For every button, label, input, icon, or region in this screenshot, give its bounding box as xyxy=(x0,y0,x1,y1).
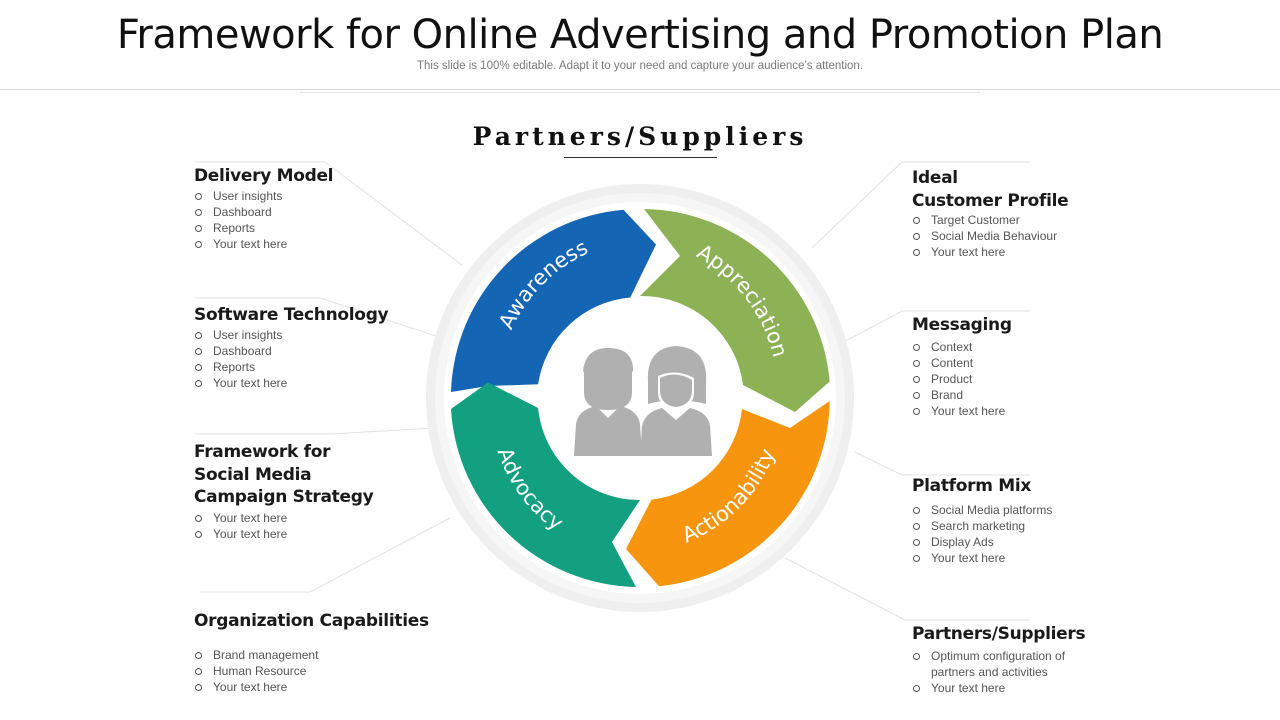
list-item: Your text here xyxy=(912,550,1052,566)
people-pair-icon xyxy=(574,346,712,456)
center-heading: Partners/Suppliers xyxy=(472,122,808,151)
bullet-list: User insights Dashboard Reports Your tex… xyxy=(194,327,388,391)
list-item: Content xyxy=(912,355,1012,371)
list-item: User insights xyxy=(194,188,333,204)
list-item: Social Media platforms xyxy=(912,502,1052,518)
list-item: Dashboard xyxy=(194,343,388,359)
bullet-list: Brand management Human Resource Your tex… xyxy=(194,647,429,695)
block-title-line: Ideal xyxy=(912,168,958,188)
list-item: Your text here xyxy=(194,236,333,252)
block-title: Delivery Model xyxy=(194,166,334,186)
text-block-framework: Framework for Social Media Campaign Stra… xyxy=(194,441,374,542)
list-item: Reports xyxy=(194,359,388,375)
list-item: Product xyxy=(912,371,1012,387)
list-item: Your text here xyxy=(912,680,1085,696)
text-block-ideal-customer-profile: Ideal Customer Profile Target Customer S… xyxy=(912,167,1069,260)
block-title: Platform Mix xyxy=(912,476,1032,496)
text-block-delivery-model: Delivery Model User insights Dashboard R… xyxy=(194,165,334,252)
center-heading-underline xyxy=(564,157,717,158)
list-item: Brand management xyxy=(194,647,429,663)
list-item: Your text here xyxy=(912,403,1012,419)
bullet-list: Your text here Your text here xyxy=(194,510,373,542)
list-item: Brand xyxy=(912,387,1012,403)
block-title-line: Customer Profile xyxy=(912,190,1069,211)
text-block-organization-capabilities: Organization Capabilities Brand manageme… xyxy=(194,610,429,695)
block-title: Partners/Suppliers xyxy=(912,624,1086,644)
list-item: Reports xyxy=(194,220,333,236)
block-title-line: Social Media xyxy=(194,464,312,485)
block-title-line: Campaign Strategy xyxy=(194,487,374,507)
text-block-partners-suppliers: Partners/Suppliers Optimum configuration… xyxy=(912,623,1086,696)
list-item-line: Optimum configuration of xyxy=(931,648,1066,663)
text-block-platform-mix: Platform Mix Social Media platforms Sear… xyxy=(912,475,1052,566)
list-item: Social Media Behaviour xyxy=(912,228,1068,244)
list-item: Search marketing xyxy=(912,518,1052,534)
list-item: User insights xyxy=(194,327,388,343)
text-block-messaging: Messaging Context Content Product Brand … xyxy=(912,314,1012,419)
connector-lines xyxy=(195,161,1030,621)
list-item: Optimum configuration of partners and ac… xyxy=(912,648,1085,680)
list-item: Your text here xyxy=(194,526,373,542)
list-item: Your text here xyxy=(194,679,429,695)
block-title-line: Framework for xyxy=(194,442,331,462)
list-item: Human Resource xyxy=(194,663,429,679)
list-item: Dashboard xyxy=(194,204,333,220)
list-item: Your text here xyxy=(194,375,388,391)
list-item-line: partners and activities xyxy=(931,664,1048,679)
bullet-list: Social Media platforms Search marketing … xyxy=(912,502,1052,566)
block-title: Organization Capabilities xyxy=(194,611,429,631)
bullet-list: Context Content Product Brand Your text … xyxy=(912,339,1012,419)
block-title: Messaging xyxy=(912,315,1012,335)
bullet-list: Optimum configuration of partners and ac… xyxy=(912,648,1085,696)
header-divider xyxy=(0,89,1280,90)
list-item: Your text here xyxy=(194,510,373,526)
segment-advocacy xyxy=(451,382,640,587)
slide-title: Framework for Online Advertising and Pro… xyxy=(116,12,1164,58)
list-item: Your text here xyxy=(912,244,1068,260)
segment-awareness xyxy=(451,209,656,392)
list-item: Target Customer xyxy=(912,212,1068,228)
list-item: Display Ads xyxy=(912,534,1052,550)
bullet-list: Target Customer Social Media Behaviour Y… xyxy=(912,212,1068,260)
segment-appreciation xyxy=(640,209,830,412)
block-title: Software Technology xyxy=(194,305,389,325)
text-block-software-technology: Software Technology User insights Dashbo… xyxy=(194,304,389,391)
slide-subtitle: This slide is 100% editable. Adapt it to… xyxy=(416,60,864,72)
list-item: Context xyxy=(912,339,1012,355)
bullet-list: User insights Dashboard Reports Your tex… xyxy=(194,188,333,252)
header-divider-secondary xyxy=(300,92,980,93)
segment-actionability xyxy=(626,401,830,587)
